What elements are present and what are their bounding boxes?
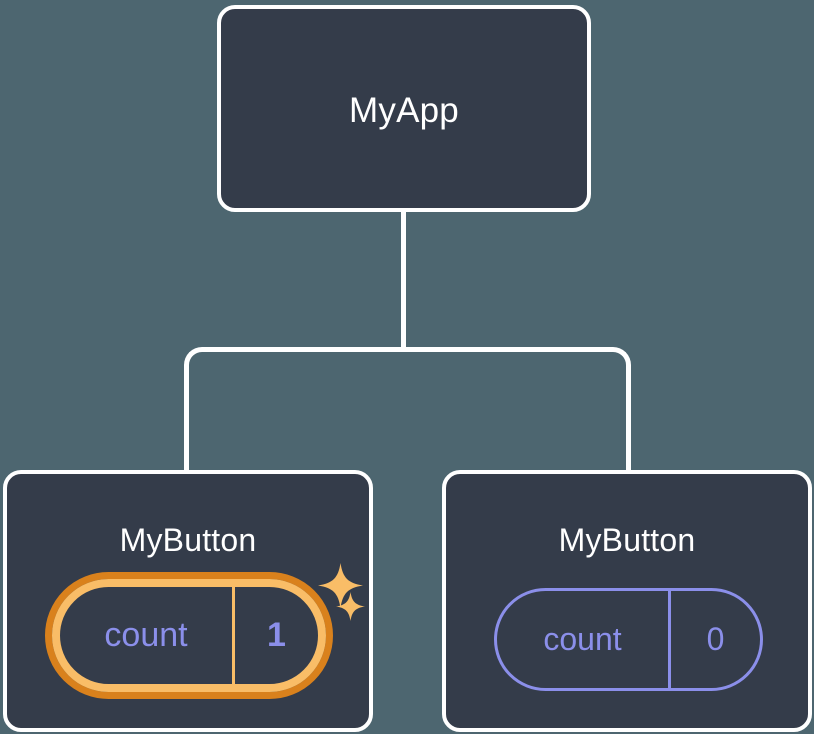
- connector-horizontal-bar: [203, 347, 611, 352]
- connector-drop-right: [626, 365, 631, 473]
- connector-drop-left: [184, 365, 189, 473]
- node-title-mybutton-left: MyButton: [119, 522, 257, 558]
- connector-elbow-left: [184, 347, 206, 369]
- state-name-left: count: [104, 616, 188, 654]
- state-name-right: count: [543, 621, 622, 657]
- state-pill-inner-left: count 1: [52, 579, 326, 692]
- state-pill-count-right[interactable]: count 0: [494, 588, 763, 691]
- node-title-myapp: MyApp: [349, 91, 459, 130]
- node-title-mybutton-right: MyButton: [558, 522, 696, 558]
- state-pill-count-left[interactable]: count 1: [45, 572, 333, 699]
- node-card-myapp[interactable]: MyApp: [217, 5, 591, 212]
- connector-root-stem: [401, 212, 406, 351]
- connector-elbow-right: [609, 347, 631, 369]
- state-value-left: 1: [232, 587, 318, 684]
- state-value-right: 0: [668, 591, 760, 688]
